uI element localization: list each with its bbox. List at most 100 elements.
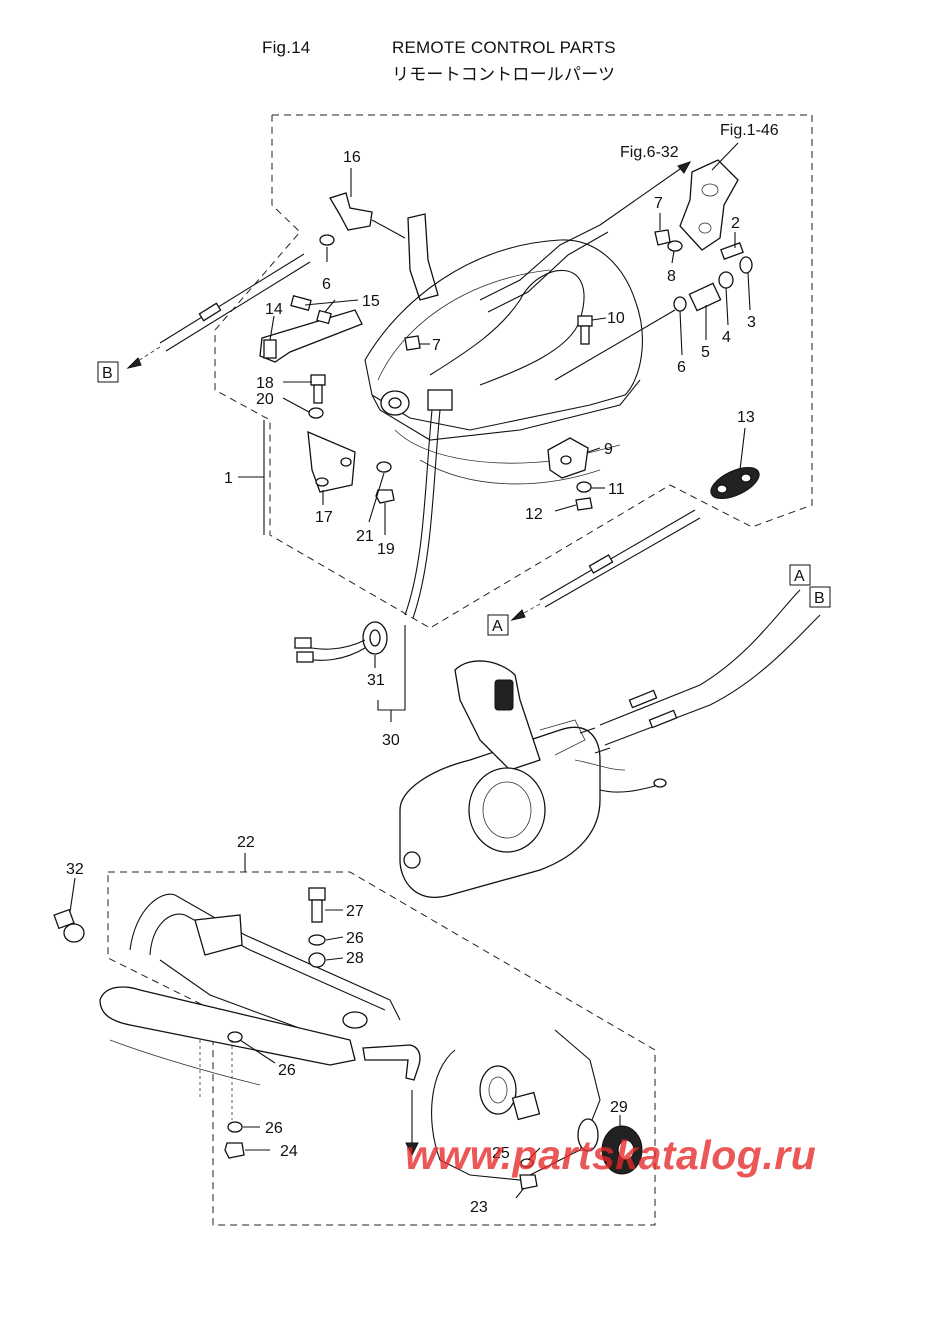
callout-labels: Fig.1-46 Fig.6-32 16 6 15 14 18 20 1 17 … bbox=[66, 122, 779, 1216]
main-harness-cable bbox=[404, 409, 433, 616]
nut bbox=[375, 489, 395, 504]
callout-21: 21 bbox=[356, 528, 374, 545]
group-boundary-lower bbox=[107, 871, 656, 1226]
callout-11: 11 bbox=[608, 481, 625, 498]
washer bbox=[319, 234, 335, 246]
bolt bbox=[308, 887, 326, 923]
shift-unit bbox=[431, 1029, 601, 1181]
svg-text:A: A bbox=[794, 568, 805, 585]
svg-text:B: B bbox=[102, 365, 113, 382]
callout-14: 14 bbox=[265, 301, 283, 318]
washer bbox=[227, 1121, 243, 1133]
cable-ref-box-b-right: B bbox=[809, 586, 831, 608]
callout-3: 3 bbox=[747, 314, 756, 331]
callout-16: 16 bbox=[343, 149, 361, 166]
shift-cable-left bbox=[126, 253, 311, 369]
cam-knob bbox=[601, 1125, 643, 1175]
callout-7-right: 7 bbox=[654, 195, 663, 212]
watermark: www.partskatalog.ru bbox=[405, 1132, 817, 1178]
figure-number: Fig.14 bbox=[262, 38, 311, 57]
washer bbox=[520, 1158, 534, 1168]
callout-30: 30 bbox=[382, 732, 400, 749]
remote-control-box bbox=[399, 660, 626, 898]
leader-lines bbox=[69, 142, 751, 1199]
washer bbox=[376, 461, 392, 473]
nut bbox=[519, 1174, 538, 1190]
washer bbox=[308, 407, 324, 419]
cable-joint bbox=[329, 192, 406, 239]
svg-text:B: B bbox=[814, 590, 825, 607]
throttle-arm bbox=[407, 213, 439, 301]
callout-29: 29 bbox=[610, 1099, 628, 1116]
mounting-bracket bbox=[99, 986, 368, 1086]
cable-elbow bbox=[362, 1044, 421, 1081]
callout-5: 5 bbox=[701, 344, 710, 361]
callout-32: 32 bbox=[66, 861, 84, 878]
callout-26-mid: 26 bbox=[278, 1062, 296, 1079]
callout-8: 8 bbox=[667, 268, 676, 285]
callout-20: 20 bbox=[256, 391, 274, 408]
washer bbox=[673, 296, 687, 312]
washer bbox=[227, 1031, 243, 1043]
callout-15: 15 bbox=[362, 293, 380, 310]
collar bbox=[308, 952, 326, 968]
fitting bbox=[53, 908, 85, 943]
callout-28: 28 bbox=[346, 950, 364, 967]
harness-clamp bbox=[427, 389, 453, 411]
cable-ref-box-a-left: A bbox=[487, 614, 509, 636]
callout-24: 24 bbox=[280, 1143, 298, 1160]
cable-bracket bbox=[259, 309, 363, 363]
ref-fig-6-32: Fig.6-32 bbox=[620, 144, 679, 161]
callout-26-top: 26 bbox=[346, 930, 364, 947]
callout-1: 1 bbox=[224, 470, 233, 487]
svg-text:A: A bbox=[492, 618, 503, 635]
cable-grommet bbox=[710, 467, 760, 499]
callout-25: 25 bbox=[492, 1145, 510, 1162]
bolt bbox=[577, 315, 593, 345]
callout-2: 2 bbox=[731, 215, 740, 232]
callout-19: 19 bbox=[377, 541, 395, 558]
nut bbox=[404, 335, 421, 351]
figure-title: REMOTE CONTROL PARTS bbox=[392, 38, 616, 57]
stop-switch bbox=[380, 390, 410, 416]
bolt-pair bbox=[290, 295, 332, 325]
callout-4: 4 bbox=[722, 329, 731, 346]
remote-cables bbox=[579, 589, 821, 793]
washer bbox=[667, 240, 683, 252]
bolt bbox=[310, 374, 326, 404]
engine-lower-cowling bbox=[364, 239, 643, 485]
group-boundary-upper bbox=[214, 114, 813, 629]
callout-22: 22 bbox=[237, 834, 255, 851]
grommet bbox=[294, 621, 388, 663]
callout-10: 10 bbox=[607, 310, 625, 327]
bracket-plate bbox=[679, 159, 739, 251]
nut bbox=[224, 1142, 245, 1159]
callout-18: 18 bbox=[256, 375, 274, 392]
callout-9: 9 bbox=[604, 441, 613, 458]
cable-ref-box-b-left: B bbox=[97, 361, 119, 383]
washer bbox=[576, 481, 592, 493]
wire-harness bbox=[429, 161, 692, 386]
callout-12: 12 bbox=[525, 506, 543, 523]
callout-26-bottom: 26 bbox=[265, 1120, 283, 1137]
cable-clamp-bracket bbox=[547, 437, 589, 479]
callout-31: 31 bbox=[367, 672, 385, 689]
ball-joint bbox=[720, 242, 753, 274]
nut bbox=[575, 497, 593, 511]
callout-17: 17 bbox=[315, 509, 333, 526]
callout-6: 6 bbox=[322, 276, 331, 293]
throttle-cable-a bbox=[510, 509, 701, 621]
ref-fig-1-46: Fig.1-46 bbox=[720, 122, 779, 139]
callout-13: 13 bbox=[737, 409, 755, 426]
nut bbox=[654, 229, 671, 246]
cable-ref-box-a-right: A bbox=[789, 564, 811, 586]
switch-bracket bbox=[307, 430, 356, 493]
callout-6-right: 6 bbox=[677, 359, 686, 376]
callout-23: 23 bbox=[470, 1199, 488, 1216]
callout-7-center: 7 bbox=[432, 337, 441, 354]
figure-title-japanese: リモートコントロールパーツ bbox=[392, 65, 616, 84]
washer bbox=[308, 934, 326, 946]
callout-27: 27 bbox=[346, 903, 364, 920]
